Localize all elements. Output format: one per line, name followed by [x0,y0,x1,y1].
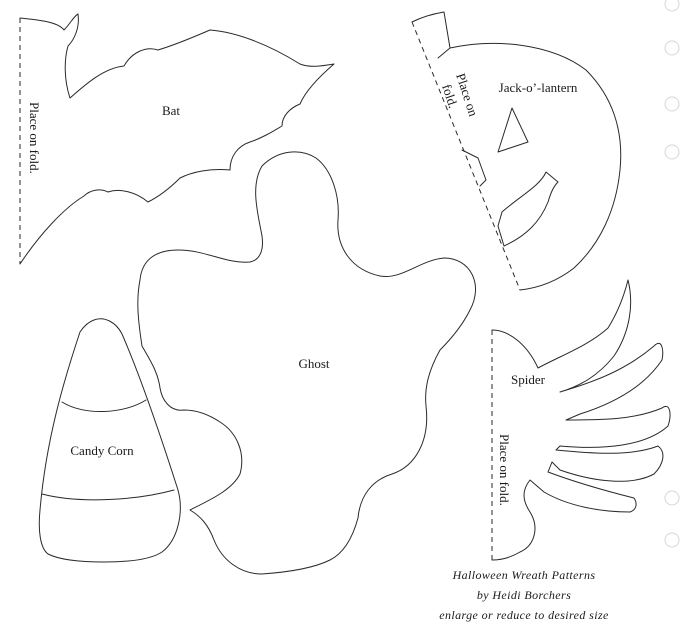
pumpkin-eye [497,107,529,153]
spider-label: Spider [511,372,546,387]
jack-fold-line [411,21,521,291]
binder-holes [664,0,680,548]
candy-corn-outline [38,318,181,563]
candy-corn-label: Candy Corn [70,443,134,458]
credits: Halloween Wreath Patterns by Heidi Borch… [439,568,609,622]
credits-author: by Heidi Borchers [477,588,571,602]
bat-pattern: Bat Place on fold. [19,13,335,265]
bat-label: Bat [162,103,180,118]
spider-pattern: Spider Place on fold. [491,279,671,561]
ghost-label: Ghost [298,356,329,371]
candy-corn-pattern: Candy Corn [38,318,181,563]
bat-outline [19,13,335,265]
jack-o-lantern-pattern: Jack-o’-lantern Place on fold. [411,11,622,291]
pumpkin-mouth [497,171,559,247]
candy-corn-bottom-band [41,489,175,501]
pumpkin-outline [449,42,622,291]
credits-instructions: enlarge or reduce to desired size [439,608,609,622]
pumpkin-nose-notch [461,149,487,187]
bat-fold-note: Place on fold. [27,102,42,174]
ghost-outline [137,151,476,575]
stem-outline [411,11,451,59]
spider-fold-note: Place on fold. [497,434,512,506]
candy-corn-top-band [61,399,147,412]
ghost-pattern: Ghost [137,151,476,575]
jack-label: Jack-o’-lantern [499,80,578,95]
spider-body-outline [491,279,671,561]
credits-title: Halloween Wreath Patterns [452,568,596,582]
jack-fold-line2: fold. [439,82,461,110]
